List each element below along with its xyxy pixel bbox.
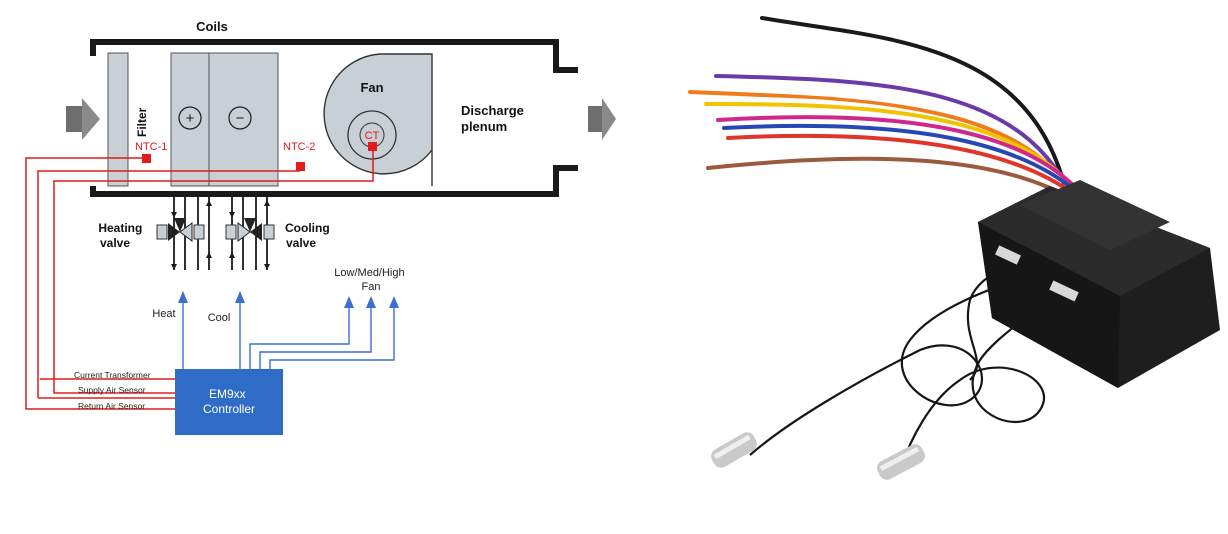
ntc2-label: NTC-2 xyxy=(283,141,315,153)
heat-label: Heat xyxy=(152,308,175,320)
cooling-coil-minus: − xyxy=(236,110,245,127)
temperature-probe-right xyxy=(877,444,925,480)
cool-label: Cool xyxy=(208,312,231,324)
return-air-sensor-label: Return Air Sensor xyxy=(78,401,145,411)
heating-valve xyxy=(156,218,205,242)
cooling-coil xyxy=(208,52,279,187)
discharge-label: Discharge plenum xyxy=(461,103,528,134)
current-transformer-label: Current Transformer xyxy=(74,370,151,380)
fan-coil-diagram: Coils Filter + − Fan Discharge plenum NT… xyxy=(25,19,616,435)
supply-air-sensor-label: Supply Air Sensor xyxy=(78,385,146,395)
fan-label: Fan xyxy=(360,80,383,95)
coils-label: Coils xyxy=(196,19,228,34)
cooling-valve-label: Cooling valve xyxy=(285,221,333,250)
controller-product-photo xyxy=(688,16,1220,480)
filter xyxy=(107,52,129,187)
heating-coil xyxy=(170,52,210,187)
airflow-out-arrow xyxy=(588,98,616,140)
ntc1-label: NTC-1 xyxy=(135,141,167,153)
temperature-probe-left xyxy=(711,432,757,468)
heating-coil-symbol xyxy=(178,106,202,130)
fan xyxy=(323,53,433,186)
filter-label: Filter xyxy=(135,107,149,137)
airflow-in-arrow xyxy=(66,98,100,140)
cooling-coil-symbol xyxy=(228,106,252,130)
control-wires xyxy=(182,300,395,370)
ct-label: CT xyxy=(365,130,380,142)
cooling-valve xyxy=(225,218,275,242)
heating-coil-plus: + xyxy=(186,110,195,127)
controller-box xyxy=(175,369,283,435)
flow-arrows xyxy=(171,200,270,270)
controller-label: EM9xx Controller xyxy=(203,387,255,416)
ntc2-sensor xyxy=(296,162,305,171)
fan-speed-label: Low/Med/High Fan xyxy=(334,267,407,293)
heating-valve-label: Heating valve xyxy=(98,221,145,250)
controller-module xyxy=(978,180,1220,388)
ct-sensor xyxy=(368,142,377,151)
control-arrowheads xyxy=(178,291,399,308)
sensor-wires xyxy=(25,151,374,410)
